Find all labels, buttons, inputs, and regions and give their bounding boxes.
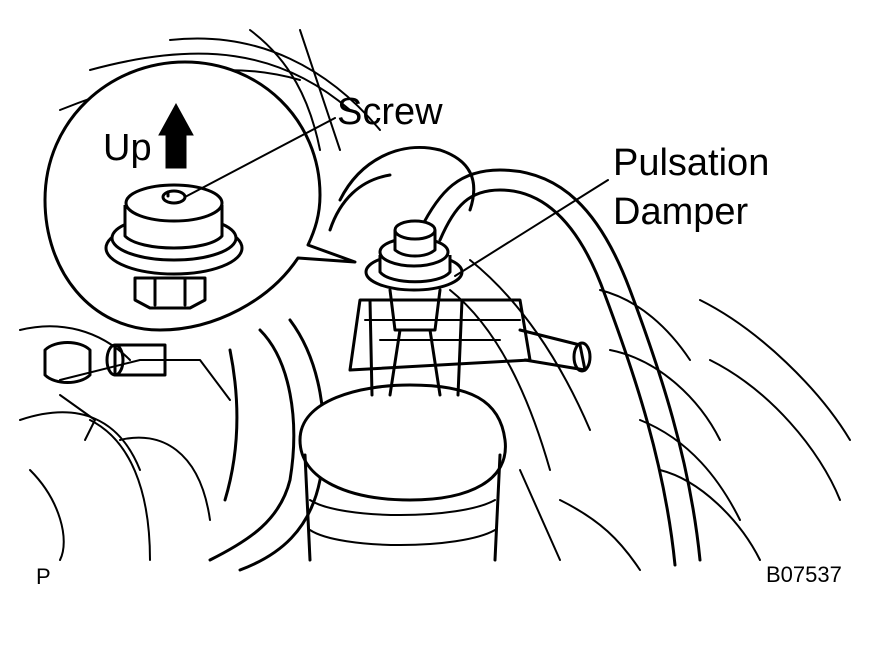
up-label: Up — [103, 127, 152, 169]
screw-leader-line — [184, 117, 336, 198]
corner-mark: P — [36, 564, 51, 589]
damper-leader-line — [454, 179, 609, 277]
damper-detail — [104, 183, 244, 310]
left-clamp — [43, 341, 167, 441]
pulsation-label: Pulsation — [613, 142, 770, 184]
magnified-callout — [43, 60, 357, 332]
screw-label: Screw — [337, 91, 443, 133]
fuel-filter — [298, 383, 507, 562]
engine-bay-linework — [19, 29, 851, 571]
hose-bundle — [208, 145, 476, 572]
damper-label: Damper — [613, 191, 749, 233]
up-arrow-icon — [158, 102, 194, 169]
figure-code: B07537 — [766, 562, 842, 587]
pulsation-damper-part — [364, 219, 464, 397]
delivery-pipe — [348, 298, 592, 373]
